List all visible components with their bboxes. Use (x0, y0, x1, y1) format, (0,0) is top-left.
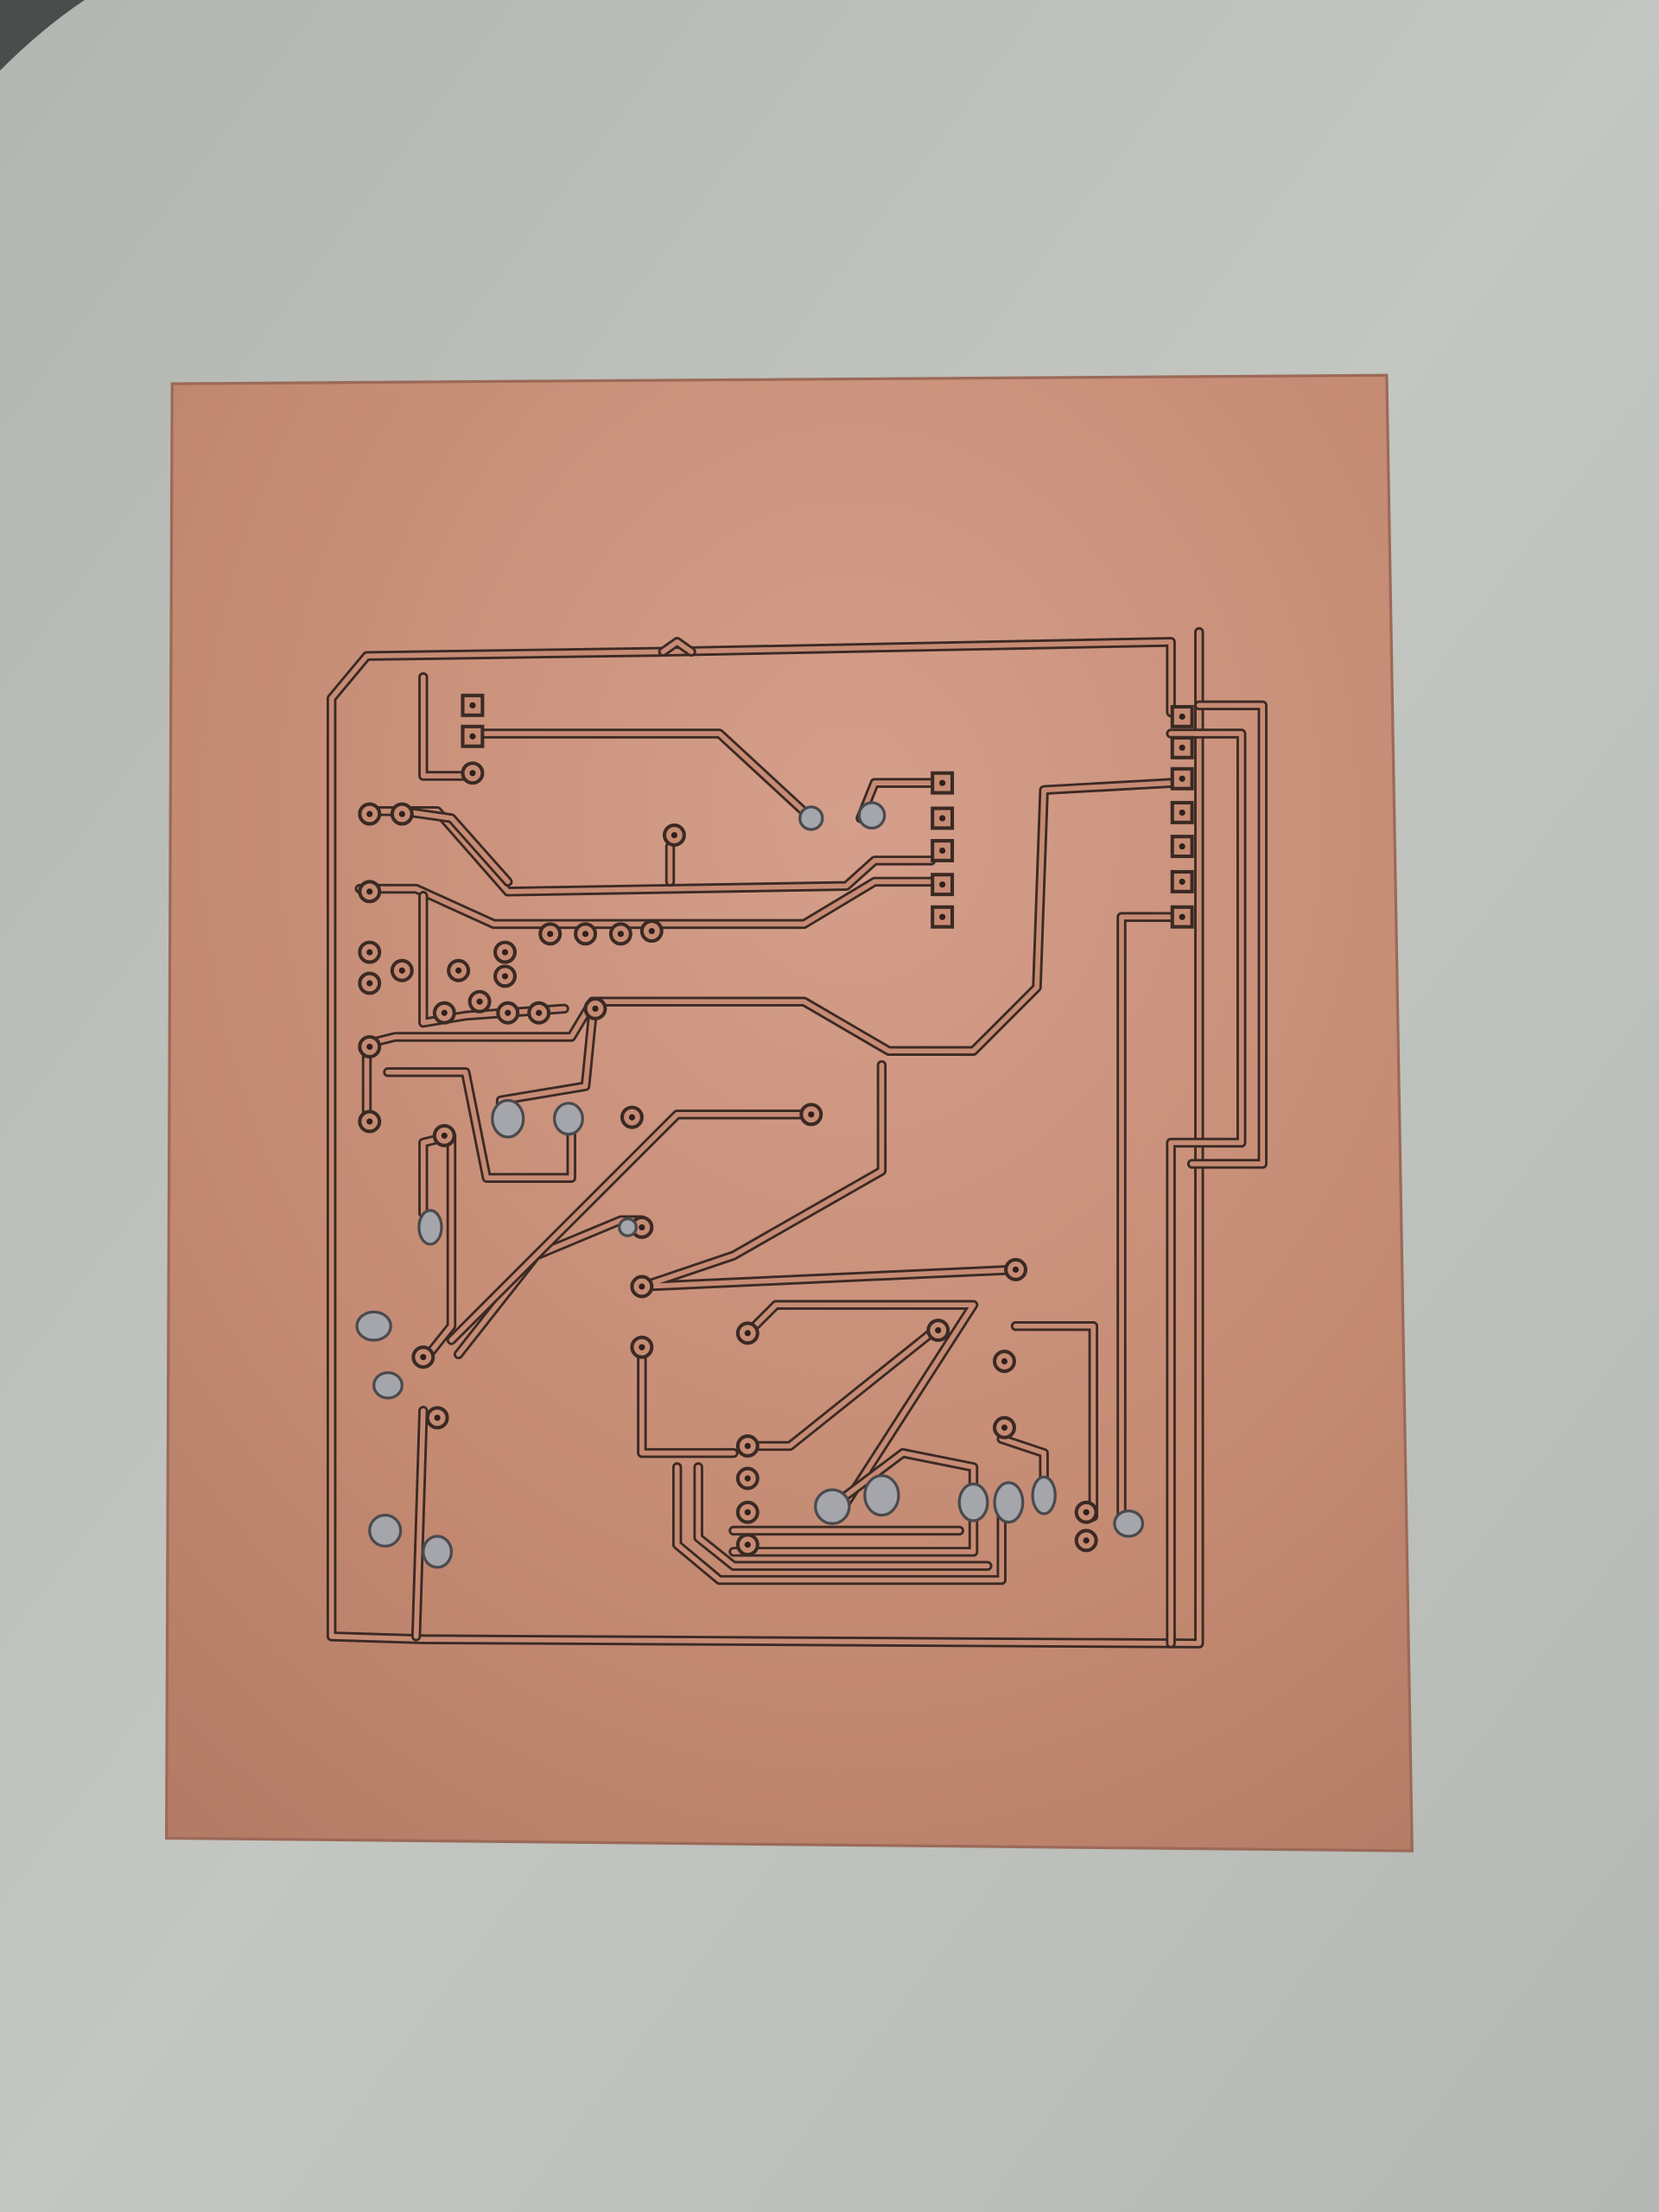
copper-trace (328, 629, 1202, 1646)
drill-hole (420, 1354, 427, 1361)
drill-hole (1001, 1424, 1008, 1431)
solder-blob (814, 1488, 851, 1525)
solder-blob (857, 801, 887, 830)
solder-blob (422, 1535, 454, 1569)
drill-hole (1083, 1537, 1090, 1544)
drill-hole (501, 949, 509, 956)
solder-blob (491, 1098, 525, 1139)
drill-hole (1179, 913, 1185, 920)
drill-hole (366, 949, 373, 956)
drill-hole (744, 1541, 751, 1548)
drill-hole (582, 931, 589, 938)
solder-blob (368, 1513, 403, 1548)
drill-hole (744, 1330, 751, 1337)
drill-hole (592, 1005, 599, 1012)
copper-trace (660, 639, 694, 655)
solder-blob (553, 1102, 584, 1136)
copper-trace (364, 780, 1173, 1054)
drill-hole (366, 980, 373, 987)
drill-hole (939, 779, 946, 786)
drill-hole (398, 810, 405, 817)
drill-hole (744, 1442, 751, 1450)
drill-hole (366, 1118, 373, 1125)
copper-trace (674, 1465, 1005, 1583)
drill-hole (639, 1344, 645, 1351)
drill-hole (434, 1414, 441, 1421)
drill-hole (455, 967, 462, 974)
drill-hole (398, 967, 405, 974)
copper-trace (745, 1302, 976, 1505)
drill-hole (1179, 775, 1185, 782)
copper-trace (696, 1465, 990, 1569)
drill-hole (935, 1327, 942, 1334)
copper-trace (639, 1344, 736, 1456)
solder-blob (993, 1481, 1025, 1524)
copper-trace (399, 808, 511, 885)
copper-trace (385, 1069, 575, 1181)
copper-trace (639, 1062, 1019, 1289)
drill-hole (639, 1224, 645, 1230)
drill-hole (366, 1043, 373, 1051)
drill-hole (476, 998, 483, 1005)
solder-blob (957, 1482, 989, 1522)
drill-hole (939, 847, 946, 855)
copper-trace (1013, 1323, 1096, 1519)
drill-hole (441, 1132, 448, 1139)
drill-hole (1083, 1509, 1090, 1516)
solder-blob (417, 1209, 443, 1246)
drill-hole (808, 1111, 815, 1118)
solder-joints (355, 801, 1145, 1569)
solder-blob (355, 1310, 392, 1342)
drill-hole (1179, 713, 1185, 720)
drill-hole (939, 815, 946, 822)
solder-blob (798, 805, 824, 831)
copper-trace (470, 731, 814, 821)
drill-hole (536, 1009, 543, 1016)
drill-hole (505, 1009, 512, 1016)
copper-trace (1189, 702, 1266, 1166)
copper-trace (413, 1408, 426, 1639)
solder-blob (618, 1217, 638, 1237)
copper-trace (1168, 731, 1244, 1646)
solder-blob (863, 1474, 900, 1517)
drill-hole (1179, 809, 1185, 816)
drill-hole (648, 927, 655, 935)
drill-hole (939, 913, 946, 920)
drill-hole (617, 931, 624, 938)
drill-hole (1001, 1357, 1008, 1365)
drill-hole (744, 1475, 751, 1482)
drill-hole (469, 770, 476, 777)
solder-blob (1113, 1509, 1145, 1538)
drill-hole (1012, 1266, 1020, 1273)
drill-hole (441, 1009, 448, 1016)
drill-hole (366, 888, 373, 895)
drill-hole (671, 831, 677, 839)
copper-trace (420, 674, 475, 779)
copper-trace (448, 1111, 814, 1343)
copper-trace (1119, 914, 1173, 1519)
copper-trace (731, 1450, 976, 1554)
drill-hole (939, 881, 946, 888)
solder-blob (1031, 1475, 1057, 1516)
solder-blob (372, 1370, 404, 1400)
drill-hole (1179, 843, 1185, 850)
drill-hole (547, 931, 554, 938)
pads (358, 693, 1194, 1557)
copper-trace (745, 1331, 934, 1449)
drill-hole (366, 810, 373, 817)
drill-hole (1179, 744, 1185, 751)
drill-hole (628, 1114, 636, 1121)
drill-hole (1179, 878, 1185, 885)
drill-hole (639, 1283, 645, 1290)
drill-hole (469, 702, 476, 709)
drill-hole (469, 733, 476, 740)
drill-hole (501, 973, 509, 980)
drill-hole (744, 1509, 751, 1516)
corner-shadow (0, 0, 85, 71)
